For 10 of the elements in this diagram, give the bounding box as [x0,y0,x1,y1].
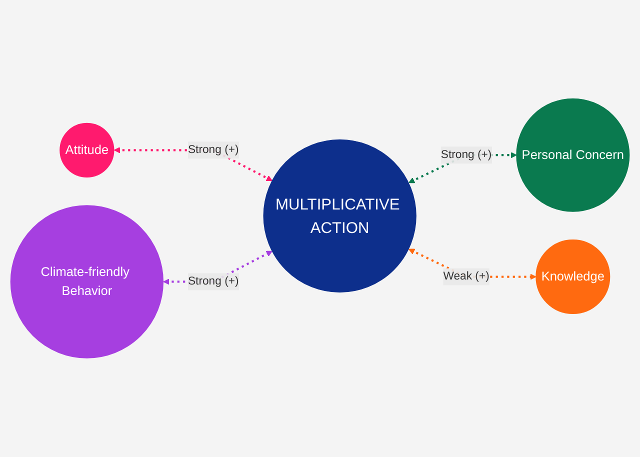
node-circle [60,123,114,178]
node-circle [263,140,416,293]
edge-label: Strong (+) [188,144,239,156]
diagram: Strong (+) Strong (+) Strong (+) Weak (+) Attitude Personal Concern MULTIPLICATIVE ACTION Climate-friendly Behavior Knowledge [5,93,635,364]
edge-label: Weak (+) [443,270,490,283]
node-circle [516,98,630,212]
edge-label: Strong (+) [440,148,492,161]
node-circle [10,205,164,358]
edge-label: Strong (+) [188,276,239,288]
node-circle [536,240,610,314]
